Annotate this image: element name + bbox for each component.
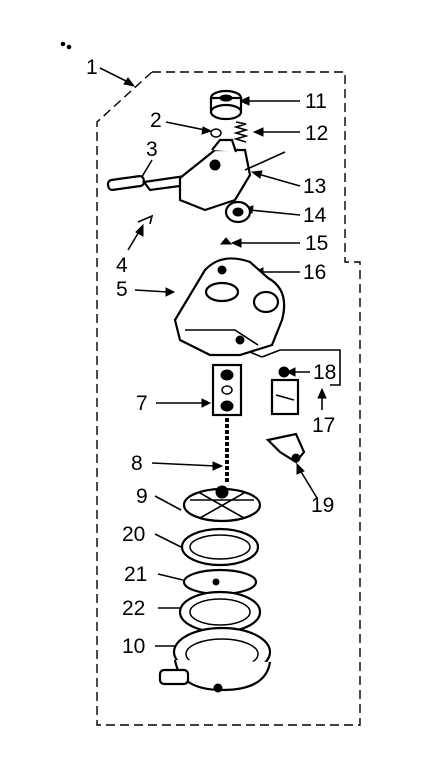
callout-7: 7 (136, 392, 148, 415)
part-pump-base (158, 626, 272, 693)
callout-10: 10 (122, 635, 145, 658)
part-ring-21 (182, 568, 258, 596)
callout-19: 19 (311, 494, 334, 517)
callout-15: 15 (305, 232, 328, 255)
part-housing (173, 257, 286, 357)
callout-20: 20 (122, 523, 145, 546)
part-actuator-link (178, 138, 286, 224)
callout-4: 4 (116, 254, 128, 277)
callout-18: 18 (313, 361, 336, 384)
callout-17: 17 (312, 414, 335, 437)
callout-14: 14 (303, 204, 327, 227)
callout-labels: 1 2 3 4 5 7 8 9 10 11 12 13 14 15 16 17 … (86, 56, 336, 658)
part-small-washer (219, 237, 233, 245)
part-clip (137, 214, 154, 225)
part-pulley (209, 89, 243, 121)
corner-mark (60, 41, 72, 50)
callout-9: 9 (136, 485, 148, 508)
assembly-frame (96, 71, 361, 726)
part-small-ring (210, 128, 222, 138)
callout-8: 8 (131, 452, 143, 475)
callout-3: 3 (146, 138, 158, 161)
callout-5: 5 (116, 278, 128, 301)
callout-13: 13 (303, 175, 326, 198)
callout-1: 1 (86, 56, 98, 79)
callout-2: 2 (150, 109, 162, 132)
part-side-valve (265, 366, 306, 464)
callout-11: 11 (305, 90, 327, 113)
part-seal-20 (180, 527, 260, 567)
callout-21: 21 (124, 563, 147, 586)
part-spring (233, 121, 249, 143)
callout-22: 22 (122, 597, 145, 620)
part-valve-assembly (211, 363, 243, 417)
part-seal-22 (178, 590, 262, 634)
callout-16: 16 (303, 261, 326, 284)
callout-12: 12 (305, 122, 328, 145)
leader-lines (99, 67, 341, 647)
part-impeller (182, 485, 262, 523)
